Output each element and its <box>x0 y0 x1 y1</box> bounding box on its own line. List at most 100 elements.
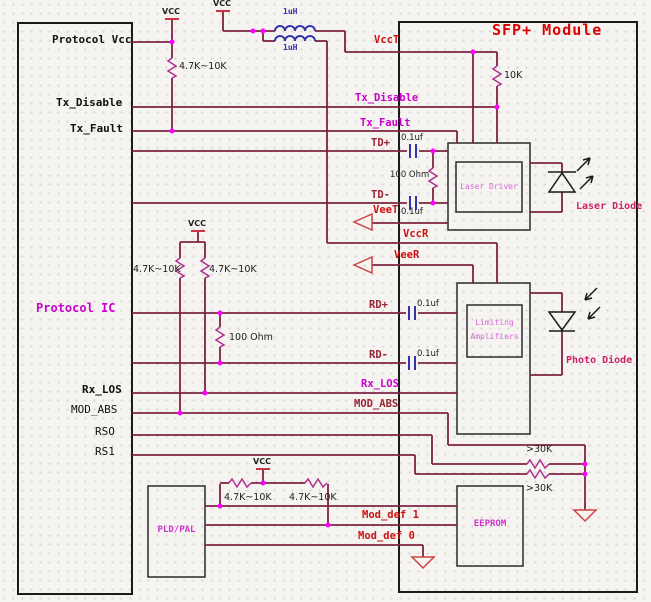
resistor-symbol-100ohm-rd <box>214 326 226 348</box>
module-pin-mod-def0: Mod_def 0 <box>358 530 415 542</box>
resistor-symbol-100ohm-td <box>427 167 439 189</box>
veer-arrow-icon <box>352 255 373 275</box>
resistor-symbol-30k-rs1 <box>526 468 550 480</box>
ground-icon <box>572 509 598 523</box>
vcc-symbol: VCC <box>253 457 271 466</box>
limiting-amp-outer-box <box>456 282 531 435</box>
junction-dot <box>430 200 436 206</box>
laser-driver-label: Laser Driver <box>460 182 518 191</box>
incident-light-arrow-icon <box>584 287 598 301</box>
vcc-symbol: VCC <box>213 0 231 8</box>
junction-dot <box>470 49 476 55</box>
capacitors <box>408 144 417 370</box>
eeprom-box <box>456 485 524 567</box>
resistor-symbol-pullup-moddef1 <box>304 477 328 489</box>
module-pin-mod-abs: MOD_ABS <box>354 398 399 410</box>
ground-icon <box>410 556 436 570</box>
junction-dot <box>217 503 223 509</box>
value-cap-rd-minus: 0.1uf <box>417 349 439 359</box>
value-pullup-moddef1: 4.7K~10K <box>289 492 337 503</box>
eeprom-label: EEPROM <box>473 519 507 529</box>
junction-dot <box>582 471 588 477</box>
junction-dot <box>169 128 175 134</box>
junction-dot <box>202 390 208 396</box>
module-pin-mod-def1: Mod_def 1 <box>362 509 419 521</box>
value-inductor-bottom: 1uH <box>283 43 298 52</box>
pld-pal-label: PLD/PAL <box>157 525 196 535</box>
value-cap-td-minus: 0.1uf <box>401 207 423 217</box>
inductor-icon-top <box>274 25 316 32</box>
laser-diode-label: Laser Diode <box>576 201 643 212</box>
junction-dot <box>169 39 175 45</box>
emission-arrow-icon <box>579 175 594 190</box>
host-pin-tx-fault: Tx_Fault <box>70 122 123 135</box>
value-10k: 10K <box>504 70 523 81</box>
veet-arrow-icon <box>352 212 373 232</box>
junction-dot <box>430 148 436 154</box>
emission-arrow-icon <box>576 157 591 172</box>
junction-dot <box>250 28 256 34</box>
resistor-symbol-pullup-rxlos <box>199 257 211 279</box>
value-100ohm-rd: 100 Ohm <box>229 332 273 343</box>
protocol-ic-box <box>17 22 133 595</box>
junction-dot <box>260 480 266 486</box>
value-pullup-modabs: 4.7K~10K <box>133 264 181 275</box>
module-pin-vccr: VccR <box>403 228 429 240</box>
value-pullup-rxlos: 4.7K~10K <box>209 264 257 275</box>
vcc-symbol: VCC <box>162 7 180 16</box>
vcc-symbol: VCC <box>188 219 206 228</box>
host-pin-tx-disable: Tx_Disable <box>56 96 123 109</box>
limiting-amp-inner-box <box>466 304 523 358</box>
module-pin-tx-fault: Tx_Fault <box>360 117 411 129</box>
host-pin-rs0: RSO <box>95 425 115 438</box>
junction-dot <box>325 522 331 528</box>
host-pin-protocol-vcc: Protocol Vcc <box>52 33 132 46</box>
module-pin-tx-disable: Tx_Disable <box>355 92 419 104</box>
junction-dot <box>217 310 223 316</box>
junction-dot <box>177 410 183 416</box>
module-pin-td-minus: TD- <box>371 189 390 201</box>
page-title: SFP+ Module <box>492 21 603 39</box>
module-pin-rd-minus: RD- <box>369 349 388 361</box>
junction-dot <box>582 461 588 467</box>
sfp-module-box <box>398 21 638 593</box>
resistor-symbol-pullup-txfault <box>166 57 178 79</box>
resistor-symbol-10k <box>491 65 503 87</box>
host-pin-mod-abs: MOD_ABS <box>71 403 118 416</box>
pld-pal-box <box>147 485 206 578</box>
value-pullup-moddef2: 4.7K~10K <box>224 492 272 503</box>
value-cap-rd-plus: 0.1uf <box>417 299 439 309</box>
resistor-symbol-30k-rs0 <box>526 458 550 470</box>
module-pin-rx-los: Rx_LOS <box>361 378 399 390</box>
value-inductor-top: 1uH <box>283 7 298 16</box>
diode-triangle <box>547 311 577 332</box>
incident-light-arrow-icon <box>587 306 601 320</box>
inductor-icon-bottom <box>274 35 316 42</box>
resistors <box>166 57 550 489</box>
value-cap-td-plus: 0.1uf <box>401 133 423 143</box>
module-pin-td-plus: TD+ <box>371 137 390 149</box>
junction-dot <box>217 360 223 366</box>
module-pin-rd-plus: RD+ <box>369 299 388 311</box>
value-30k-rs1: >30K <box>526 483 553 494</box>
junction-dot <box>494 104 500 110</box>
resistor-symbol-pullup-modabs <box>174 257 186 279</box>
value-100ohm-td: 100 Ohm <box>390 170 430 180</box>
host-chip-name: Protocol IC <box>36 301 116 315</box>
laser-driver-inner-box <box>455 161 523 213</box>
laser-driver-outer-box <box>447 142 531 231</box>
limiting-amp-label-2: Amplifiers <box>470 332 519 341</box>
host-pin-rs1: RS1 <box>95 445 115 458</box>
host-pin-rx-los: Rx_LOS <box>82 383 122 396</box>
module-pin-veet: VeeT <box>373 204 399 216</box>
value-30k-rs0: >30K <box>526 444 553 455</box>
module-pin-vcct: VccT <box>374 34 400 46</box>
diode-triangle <box>547 171 577 193</box>
module-pin-veer: VeeR <box>394 249 420 261</box>
photo-diode-label: Photo Diode <box>566 355 633 366</box>
photo-diode-symbol <box>547 287 601 332</box>
laser-diode-symbol <box>547 157 594 193</box>
junction-dot <box>260 28 266 34</box>
